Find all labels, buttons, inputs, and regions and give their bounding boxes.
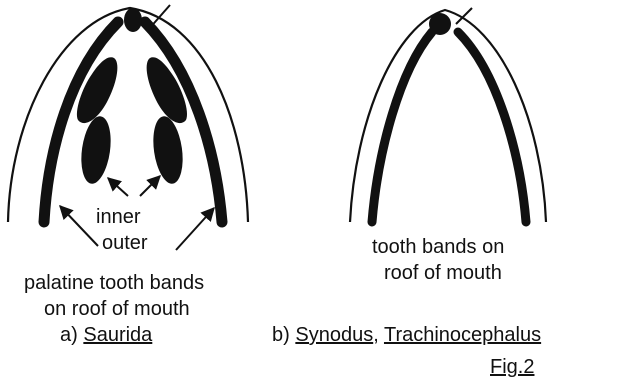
- palatine-band-right-posterior: [149, 114, 186, 185]
- panel-a-letter: a): [60, 324, 78, 346]
- arrow-outer-left: [60, 206, 98, 246]
- caption-a-line1: palatine tooth bands: [24, 272, 204, 294]
- panel-a-title: a) Saurida: [60, 324, 152, 346]
- arrow-outer-right: [176, 208, 214, 250]
- panel-a-taxon: Saurida: [83, 324, 152, 346]
- panel-b-title: b) Synodus, Trachinocephalus: [272, 324, 541, 346]
- palatine-band-left-posterior: [77, 114, 114, 185]
- tooth-band-left-b: [372, 32, 432, 222]
- label-outer: outer: [102, 232, 148, 254]
- tooth-band-right-b: [458, 32, 526, 222]
- panel-b-letter: b): [272, 324, 290, 346]
- caption-a-line2: on roof of mouth: [44, 298, 190, 320]
- figure-number: Fig.2: [490, 356, 534, 378]
- panel-b-taxon2: Trachinocephalus: [384, 324, 541, 346]
- tip-pointer-line-a: [148, 5, 170, 30]
- caption-b-line1: tooth bands on: [372, 236, 504, 258]
- vomer-patch-a: [124, 8, 142, 32]
- arrow-inner-left: [108, 178, 128, 196]
- panel-b-separator: ,: [373, 324, 379, 346]
- label-inner: inner: [96, 206, 140, 228]
- panel-b-drawing: [350, 8, 546, 222]
- vomer-patch-b: [429, 13, 451, 35]
- caption-b-line2: roof of mouth: [384, 262, 502, 284]
- panel-b-taxon1: Synodus: [295, 324, 373, 346]
- arrow-inner-right: [140, 176, 160, 196]
